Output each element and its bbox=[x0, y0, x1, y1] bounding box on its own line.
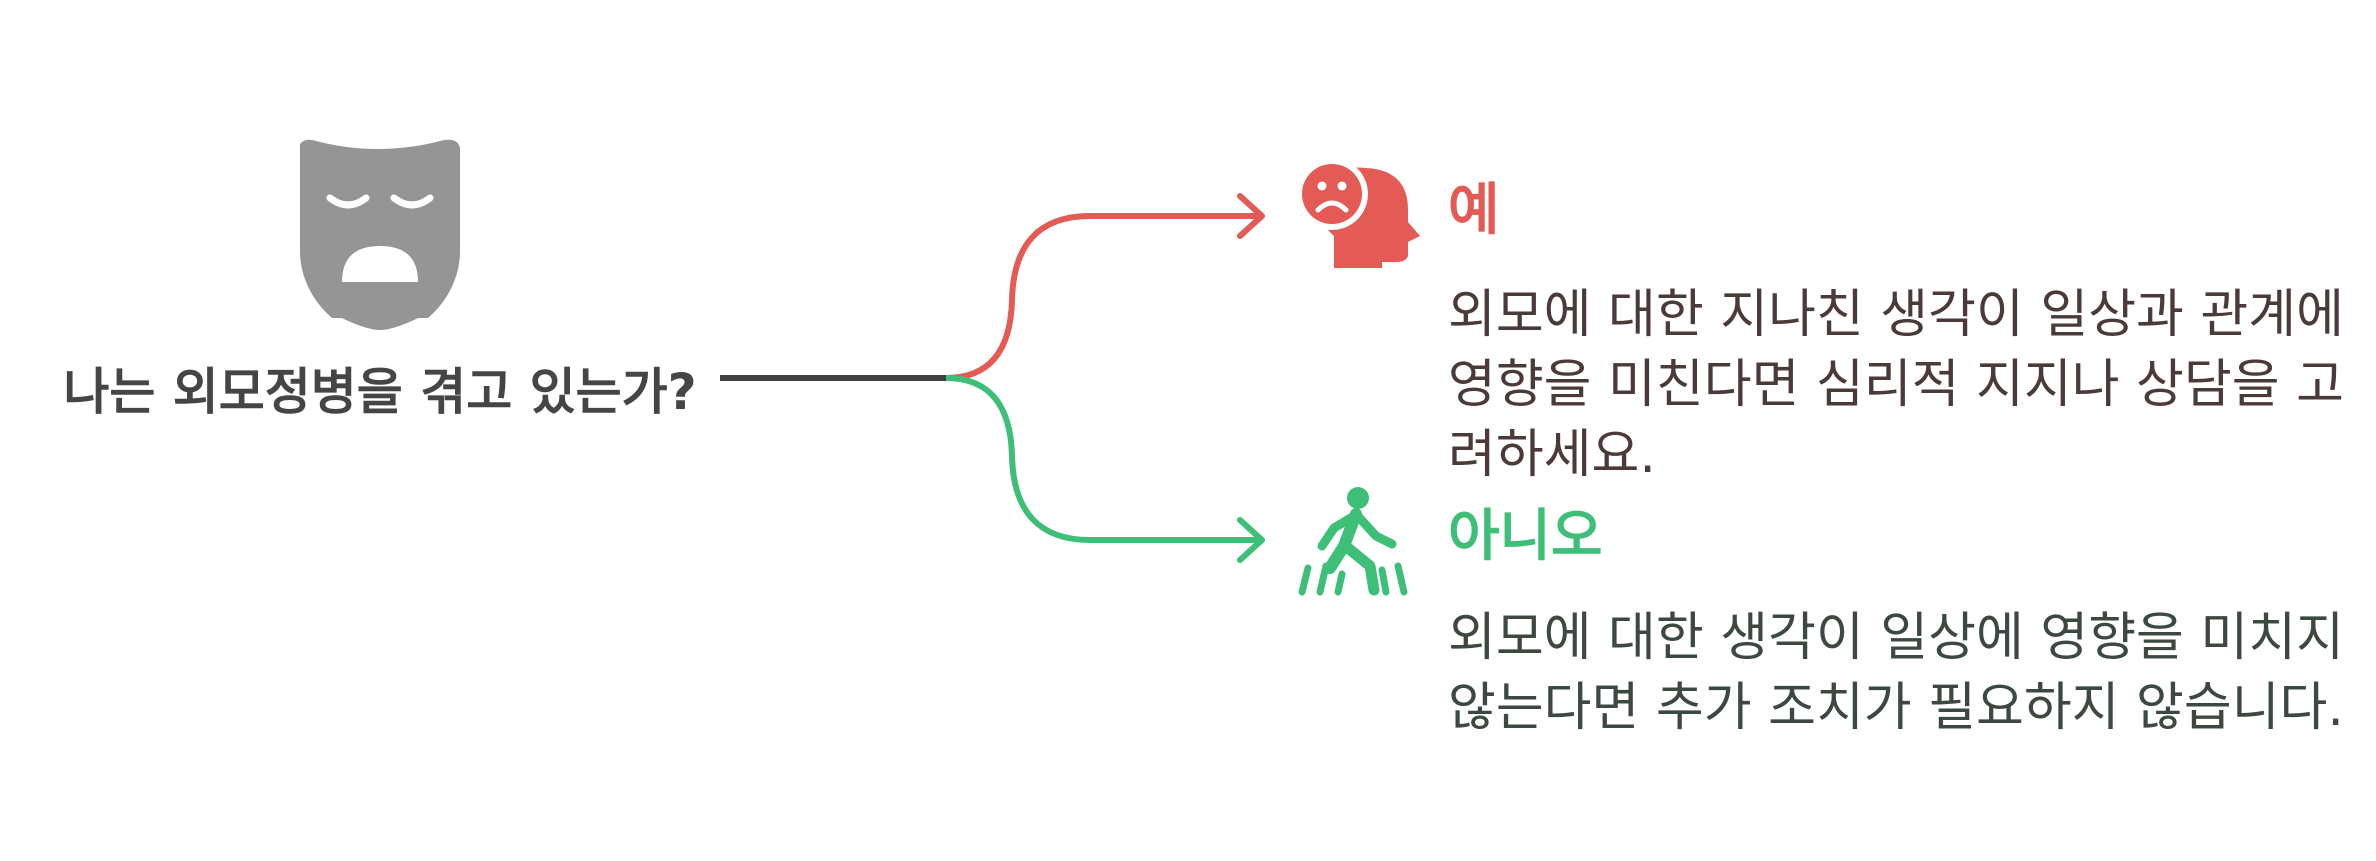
no-description: 외모에 대한 생각이 일상에 영향을 미치지 않는다면 추가 조치가 필요하지 … bbox=[1448, 608, 2344, 738]
question-text: 나는 외모정병을 겪고 있는가? bbox=[63, 363, 697, 421]
mask-icon bbox=[299, 139, 460, 330]
yes-connector bbox=[945, 193, 1265, 381]
no-label: 아니오 bbox=[1448, 504, 1603, 569]
no-connector bbox=[945, 375, 1265, 563]
sad-head-icon bbox=[1296, 158, 1420, 268]
yes-label: 예 bbox=[1448, 178, 1500, 243]
walking-person-icon bbox=[1298, 487, 1408, 596]
yes-description: 외모에 대한 지나친 생각이 일상과 관계에 영향을 미친다면 심리적 지지나 … bbox=[1448, 285, 2344, 485]
